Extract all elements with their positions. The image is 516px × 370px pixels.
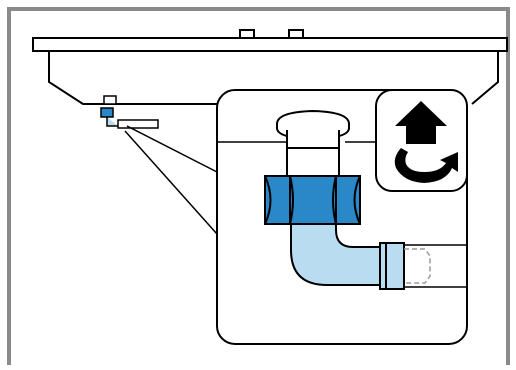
pipe-coupling [379,242,405,290]
hidden-fitting-outline [404,248,431,284]
rotate-tighten-icon [375,89,468,192]
drain-hose [404,244,467,288]
small-hose-connector [100,95,159,129]
hex-nut [264,175,361,225]
appliance-top-panel [32,29,508,105]
valve-cap [276,109,350,177]
outer-frame [7,7,510,365]
callout-leader-lines [124,125,218,235]
